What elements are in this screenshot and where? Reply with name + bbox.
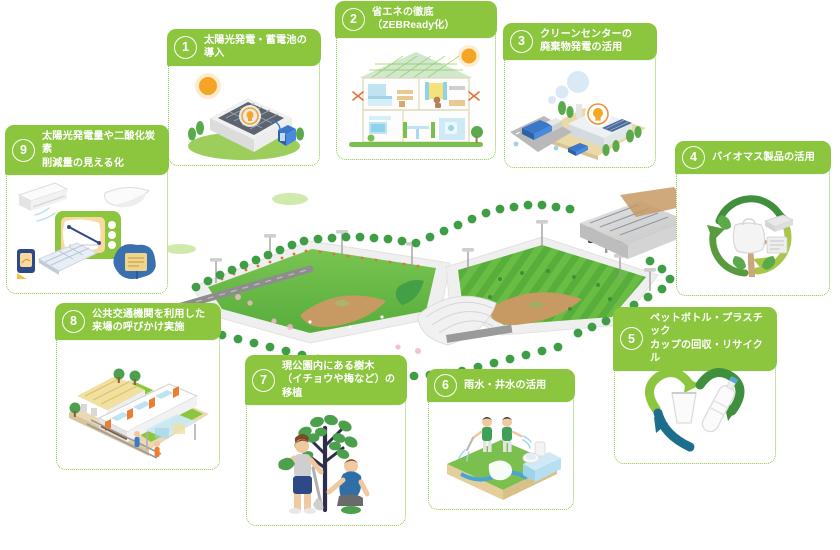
measure-card-4-header: 4 バイオマス製品の活用: [675, 141, 831, 174]
visualization-monitor-icon: [17, 182, 156, 279]
measure-card-2-art: [337, 31, 495, 159]
meter-device: [17, 249, 35, 279]
measure-card-7[interactable]: 7 現公園内にある樹木 （イチョウや梅など）の移植: [245, 355, 407, 526]
measure-card-6[interactable]: 6 雨水・井水の活用: [427, 369, 575, 510]
measure-label: 雨水・井水の活用: [464, 379, 547, 391]
garbage-truck: [522, 118, 562, 140]
measure-card-1-art: [169, 61, 319, 165]
measure-card-3-art: [505, 65, 655, 167]
measure-number-badge: 6: [434, 374, 457, 397]
person-crouching: [326, 459, 370, 514]
measure-card-6-art: [429, 401, 573, 509]
baseball-field-left: [191, 230, 451, 344]
toilet: [522, 441, 546, 464]
park-stadium-aerial-map: [150, 175, 690, 380]
measure-card-3-header: 3 クリーンセンターの 廃棄物発電の活用: [503, 23, 657, 60]
tree-transplant-icon: [278, 414, 370, 514]
measure-card-2[interactable]: 2 省エネの徹底（ZEBReady化）: [335, 1, 497, 160]
measure-card-8[interactable]: 8 公共交通機関を利用した 来場の呼びかけ実施: [55, 303, 221, 470]
worker-right: [502, 417, 523, 452]
train-station-icon: [69, 368, 209, 459]
measure-label: ペットボトル・プラスチック カップの回収・リサイクル: [650, 313, 763, 365]
measure-card-8-header: 8 公共交通機関を利用した 来場の呼びかけ実施: [55, 303, 221, 340]
measure-number-badge: 4: [682, 146, 705, 169]
measure-card-7-art: [247, 397, 405, 525]
measure-card-5-header: 5 ペットボトル・プラスチック カップの回収・リサイクル: [613, 307, 777, 371]
battery-unit: [278, 125, 296, 146]
measure-label: バイオマス製品の活用: [712, 151, 815, 163]
measure-card-4[interactable]: 4 バイオマス製品の活用: [675, 141, 831, 296]
stadium-seating: [395, 279, 513, 346]
measure-card-9-header: 9 太陽光発電量や二酸化炭素 削減量の見える化: [5, 125, 169, 176]
measure-number-badge: 2: [342, 7, 365, 31]
measure-card-4-art: [677, 175, 829, 295]
map-illustration: [150, 187, 690, 380]
measure-number-badge: 9: [12, 138, 35, 162]
measure-card-5[interactable]: 5 ペットボトル・プラスチック カップの回収・リサイクル: [613, 307, 777, 464]
measure-number-badge: 7: [252, 368, 275, 392]
rainwater-well-icon: [447, 417, 561, 500]
measure-card-9-art: [7, 169, 167, 293]
measure-card-9[interactable]: 9 太陽光発電量や二酸化炭素 削減量の見える化: [5, 125, 169, 294]
biomass-cycle-icon: [707, 195, 794, 277]
measure-label: 公共交通機関を利用した 来場の呼びかけ実施: [92, 309, 206, 334]
measure-number-badge: 5: [620, 327, 643, 351]
bottle-recycle-heart-icon: [645, 368, 745, 452]
measure-label: クリーンセンターの 廃棄物発電の活用: [540, 29, 633, 54]
solar-panel-array: [37, 242, 99, 275]
measure-card-2-header: 2 省エネの徹底（ZEBReady化）: [335, 1, 497, 38]
measure-label: 太陽光発電量や二酸化炭素 削減量の見える化: [42, 131, 156, 169]
measure-card-1[interactable]: 1 太陽光発電・蓄電池の導入: [167, 29, 321, 166]
people: [134, 431, 160, 457]
measure-number-badge: 3: [510, 29, 533, 53]
measure-label: 太陽光発電・蓄電池の導入: [204, 35, 307, 60]
measure-card-7-header: 7 現公園内にある樹木 （イチョウや梅など）の移植: [245, 355, 407, 406]
measure-label: 省エネの徹底（ZEBReady化）: [372, 7, 455, 32]
measure-card-1-header: 1 太陽光発電・蓄電池の導入: [167, 29, 321, 66]
waste-power-plant-icon: [510, 71, 646, 160]
air-conditioner: [17, 182, 69, 211]
worker-left: [466, 417, 492, 452]
measure-card-5-art: [615, 349, 775, 463]
bus-shelter: [145, 414, 197, 450]
solar-panel-building-icon: [188, 73, 304, 160]
energy-saving-house-icon: [349, 45, 483, 147]
measure-number-badge: 1: [174, 35, 197, 59]
measure-label: 現公園内にある樹木 （イチョウや梅など）の移植: [282, 361, 396, 399]
led-lamp: [104, 187, 150, 208]
measure-card-3[interactable]: 3 クリーンセンターの 廃棄物発電の活用: [503, 23, 657, 168]
measure-card-6-header: 6 雨水・井水の活用: [427, 369, 575, 402]
measure-card-8-art: [57, 345, 219, 469]
measure-number-badge: 8: [62, 309, 85, 333]
mobile-device: [113, 244, 156, 279]
person-standing: [278, 434, 324, 514]
solar-roof-building: [580, 201, 688, 259]
